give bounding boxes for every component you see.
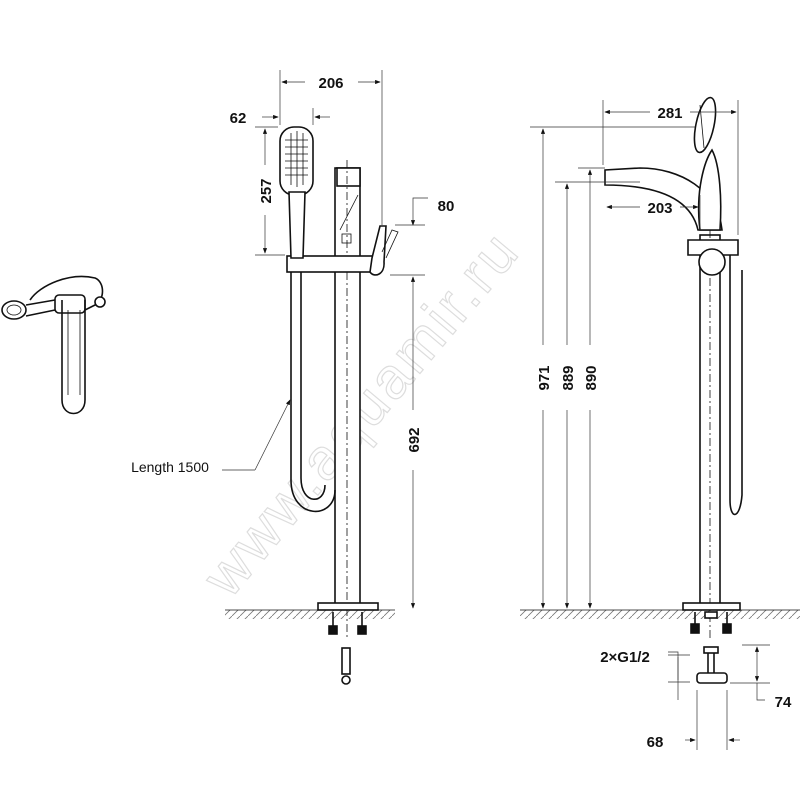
lever-knob [698, 248, 726, 276]
supply-pipes [690, 611, 732, 684]
lever-handle [369, 225, 387, 276]
dim-203: 203 [647, 200, 672, 217]
dim-62: 62 [230, 110, 247, 127]
faucet-column [334, 167, 361, 606]
floor-left [225, 609, 395, 619]
dim-80: 80 [438, 198, 455, 215]
valve-body [687, 239, 739, 256]
dim-890: 890 [583, 365, 600, 390]
spout-inset-sketch [1, 275, 106, 415]
faucet-base [317, 602, 379, 611]
spout-top [336, 167, 361, 187]
dim-889: 889 [560, 365, 577, 390]
dim-257: 257 [258, 178, 275, 203]
hand-shower-head [693, 96, 717, 154]
dim-74: 74 [775, 694, 792, 711]
hose-length-label: Length 1500 [131, 459, 209, 475]
watermark: www.aquamir.ru [190, 218, 533, 609]
floor-right [520, 609, 800, 619]
dim-206: 206 [318, 75, 343, 92]
hand-shower-handle [288, 191, 306, 259]
right-faucet-view: 281 203 971 889 890 2×G1/2 74 68 [530, 96, 792, 751]
supply-pipes [328, 612, 367, 685]
left-faucet-view: 206 62 257 80 692 Length 1500 [131, 70, 455, 685]
dim-692: 692 [406, 427, 423, 452]
dim-971: 971 [536, 365, 553, 390]
dim-281: 281 [657, 105, 682, 122]
shower-hose [290, 272, 336, 513]
dim-68: 68 [647, 734, 664, 751]
faucet-base [682, 602, 741, 611]
thread-label: 2×G1/2 [600, 649, 650, 666]
